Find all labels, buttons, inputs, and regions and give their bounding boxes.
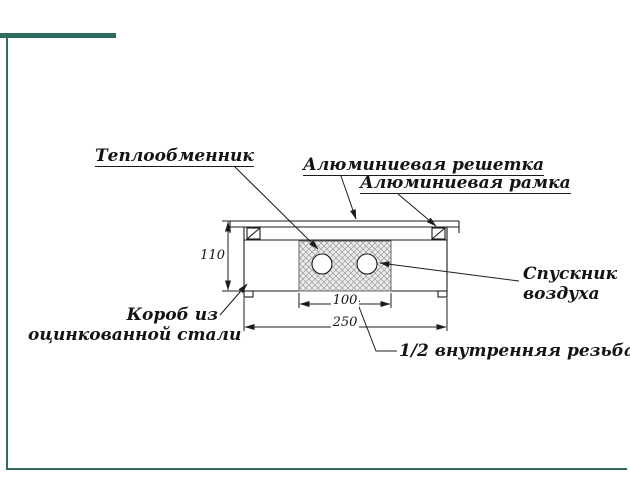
leader-lines [219,165,520,352]
heat-exchanger [298,240,392,292]
foot-left [243,290,254,298]
label-aluminum-grille: Алюминиевая решетка [303,155,545,176]
leader-thread [353,293,397,352]
label-heat-exchanger: Теплообменник [95,146,254,167]
accent-bottom-bar [6,468,627,470]
accent-top-bar [0,33,116,38]
frame-clip-right-diag [431,227,446,240]
leader-steel-box [219,283,248,316]
label-aluminum-frame: Алюминиевая рамка [360,173,571,194]
frame-clip-left [246,227,261,240]
label-steel-box-line2: оцинкованной стали [28,325,242,345]
leader-heat-exchanger [233,165,319,250]
leader-aluminum-frame [397,193,437,227]
frame-clip-right [431,227,446,240]
leader-aluminum-grille [340,175,357,220]
dim-box-width-value: 250 [331,315,359,330]
frame-clip-left-diag [246,227,261,240]
dim-height-value: 110 [200,248,225,263]
label-steel-box: Короб из оцинкованной стали [28,305,242,345]
label-air-vent: Спускник воздуха [523,264,617,304]
label-air-vent-line1: Спускник [523,264,618,284]
accent-left-bar [6,33,8,470]
dim-exchanger-width-value: 100 [331,293,359,308]
leader-air-vent [379,261,520,282]
foot-right [437,290,448,298]
pipe-right [356,253,378,275]
label-steel-box-line1: Короб из [126,305,218,325]
pipe-left [311,253,333,275]
label-thread: 1/2 внутренняя резьба [399,341,630,361]
label-air-vent-line2: воздуха [523,284,600,304]
